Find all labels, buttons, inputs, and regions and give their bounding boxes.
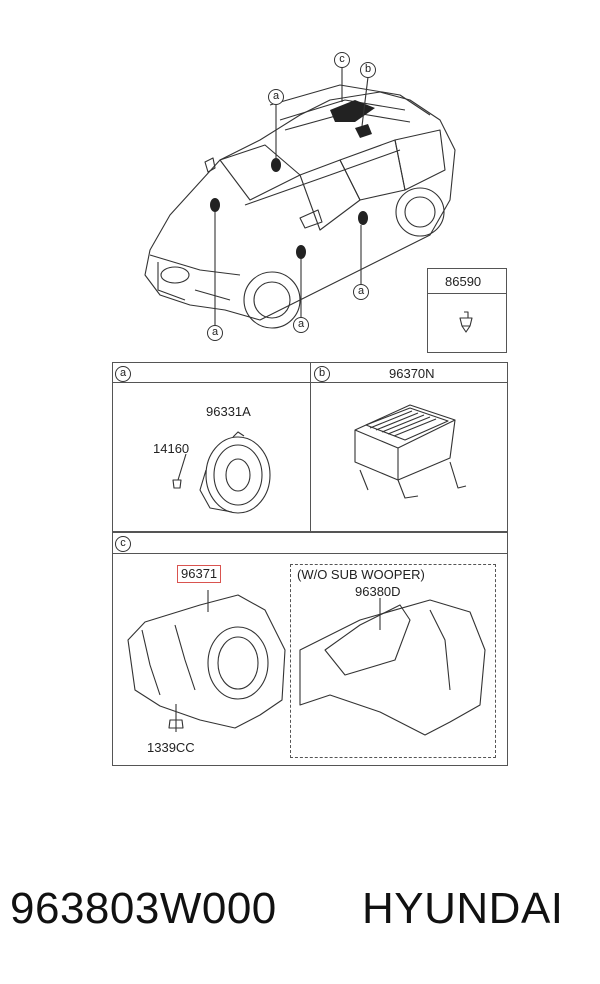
cover-option-box xyxy=(290,564,496,758)
section-c-header-divider xyxy=(112,553,508,554)
leader-lines xyxy=(214,67,369,326)
clip-86590-art xyxy=(459,311,473,333)
cover-option-note: (W/O SUB WOOPER) xyxy=(297,567,425,582)
section-b-marker: b xyxy=(314,366,330,382)
callout-a-front-door: a xyxy=(293,317,309,333)
callout-a-roof: a xyxy=(268,89,284,105)
callout-b-roof: b xyxy=(360,62,376,78)
amplifier-96370n-art xyxy=(354,404,467,499)
footer-part-number: 963803W000 xyxy=(10,884,277,933)
section-c-frame xyxy=(112,532,508,766)
subwoofer-96371-art xyxy=(127,590,286,732)
callout-a-dash: a xyxy=(207,325,223,341)
nut-part-number: 1339CC xyxy=(147,740,195,755)
clip-box: 86590 xyxy=(427,268,507,353)
section-a-marker: a xyxy=(115,366,131,382)
speaker-locations xyxy=(210,100,375,259)
speaker-part-number: 96331A xyxy=(206,404,251,419)
callout-a-rear-door: a xyxy=(353,284,369,300)
sections-ab-divider xyxy=(310,362,311,532)
footer-brand: HYUNDAI xyxy=(362,884,564,933)
speaker-96331a-art xyxy=(172,431,271,514)
cover-part-number: 96380D xyxy=(355,584,401,599)
screw-part-number: 14160 xyxy=(153,441,190,456)
cover-96380d-art xyxy=(299,598,486,736)
section-c-marker: c xyxy=(115,536,131,552)
callout-c-roof: c xyxy=(334,52,350,68)
vehicle-illustration xyxy=(144,84,456,329)
clip-part-number: 86590 xyxy=(445,274,482,289)
amplifier-part-number: 96370N xyxy=(389,366,435,381)
subwoofer-part-number: 96371 xyxy=(177,565,222,583)
clip-box-header: 86590 xyxy=(428,269,506,294)
